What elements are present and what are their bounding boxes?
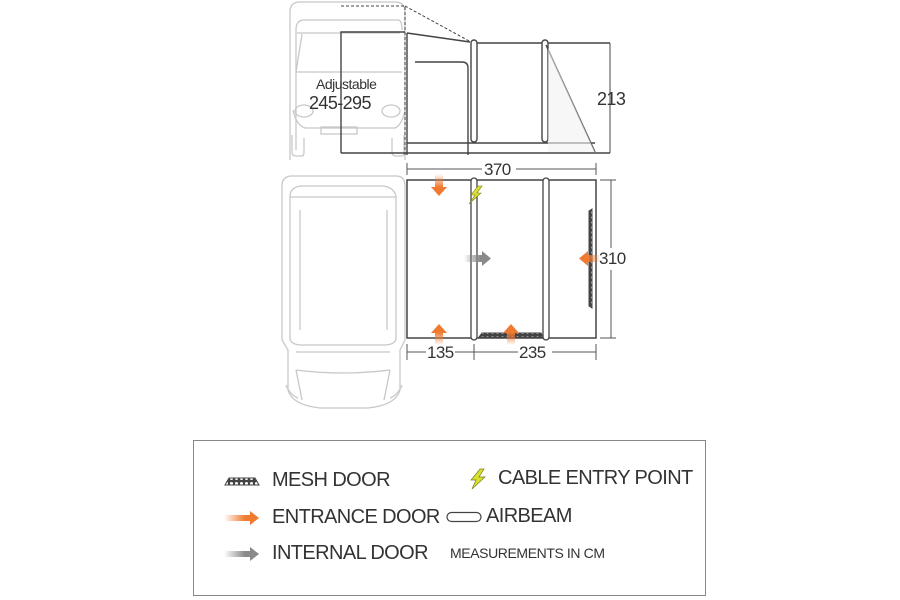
airbeam-icon bbox=[446, 511, 482, 522]
depth-dimension: 310 bbox=[599, 249, 626, 268]
legend-box: MESH DOOR ENTRANCE DOOR INTERNAL DOOR CA… bbox=[193, 440, 706, 596]
entrance-arrow-top-left bbox=[431, 174, 447, 196]
legend-label: MESH DOOR bbox=[272, 469, 391, 491]
adjustable-range: 245-295 bbox=[309, 93, 371, 113]
legend-item-entrance-door: ENTRANCE DOOR bbox=[224, 506, 440, 529]
legend-item-internal-door: INTERNAL DOOR bbox=[224, 542, 429, 565]
adjustable-label: Adjustable bbox=[316, 76, 377, 92]
awning-floor-plan bbox=[406, 174, 600, 345]
measurements-note: MEASUREMENTS IN CM bbox=[450, 545, 605, 561]
internal-door-arrow bbox=[464, 251, 491, 266]
legend-label: CABLE ENTRY POINT bbox=[498, 467, 693, 489]
entrance-door-arrow-icon bbox=[224, 510, 259, 525]
internal-door-arrow-icon bbox=[224, 546, 259, 561]
legend-label: AIRBEAM bbox=[486, 505, 572, 527]
entrance-arrow-bottom-left bbox=[431, 324, 447, 345]
height-dimension: 213 bbox=[597, 89, 626, 109]
mesh-door-icon bbox=[224, 477, 260, 485]
measurements-note-text: MEASUREMENTS IN CM bbox=[450, 545, 605, 561]
legend-item-airbeam: AIRBEAM bbox=[446, 505, 572, 528]
lightning-bolt-icon bbox=[470, 468, 486, 489]
cable-entry-bolt bbox=[468, 185, 483, 205]
entrance-arrow-bottom-mid bbox=[503, 324, 519, 345]
awning-side-shading bbox=[548, 48, 595, 152]
airbeam-2 bbox=[542, 177, 550, 341]
entrance-arrow-right bbox=[579, 251, 600, 266]
dimension-lines bbox=[406, 163, 616, 360]
width-dimension: 370 bbox=[484, 160, 511, 179]
legend-label: ENTRANCE DOOR bbox=[272, 506, 440, 528]
legend-item-cable-entry: CABLE ENTRY POINT bbox=[468, 467, 693, 490]
vehicle-top-view bbox=[281, 175, 406, 409]
right-section-dimension: 235 bbox=[519, 343, 546, 362]
legend-label: INTERNAL DOOR bbox=[272, 542, 429, 564]
left-section-dimension: 135 bbox=[427, 343, 454, 362]
legend-item-mesh-door: MESH DOOR bbox=[224, 469, 391, 492]
